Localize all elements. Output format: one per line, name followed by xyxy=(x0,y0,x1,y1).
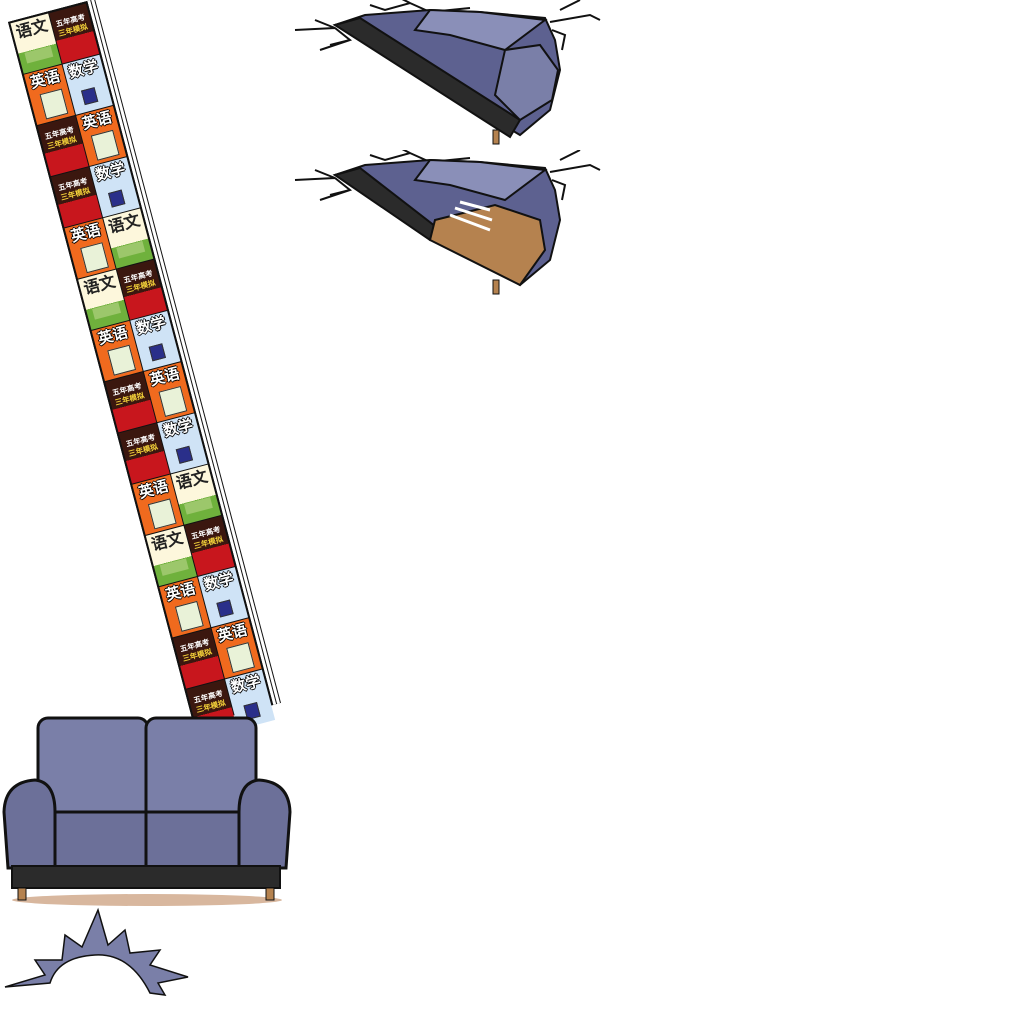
sofa-in-wall xyxy=(294,0,601,145)
wall-cracks xyxy=(294,150,601,201)
exposed-wood-frame xyxy=(428,203,547,287)
sofa-arm-right xyxy=(237,778,292,870)
sofa-arm xyxy=(493,43,560,122)
sofa-base xyxy=(332,16,522,139)
sofa-leg xyxy=(17,887,27,901)
torn-springs xyxy=(449,200,493,232)
sofa-base xyxy=(11,865,281,889)
book-title: 语文 xyxy=(13,15,50,42)
sofa-in-wall-damaged xyxy=(294,150,601,295)
floor-shadow xyxy=(12,894,282,906)
sofa-leg xyxy=(265,887,275,901)
book-stack: 语文五年高考三年模拟英语数学五年高考三年模拟英语五年高考三年模拟数学英语语文语文… xyxy=(8,1,276,740)
sofa-arm-left xyxy=(2,778,57,870)
impact-splat xyxy=(4,907,189,996)
sofa xyxy=(2,716,292,906)
sofa-leg xyxy=(492,129,500,145)
